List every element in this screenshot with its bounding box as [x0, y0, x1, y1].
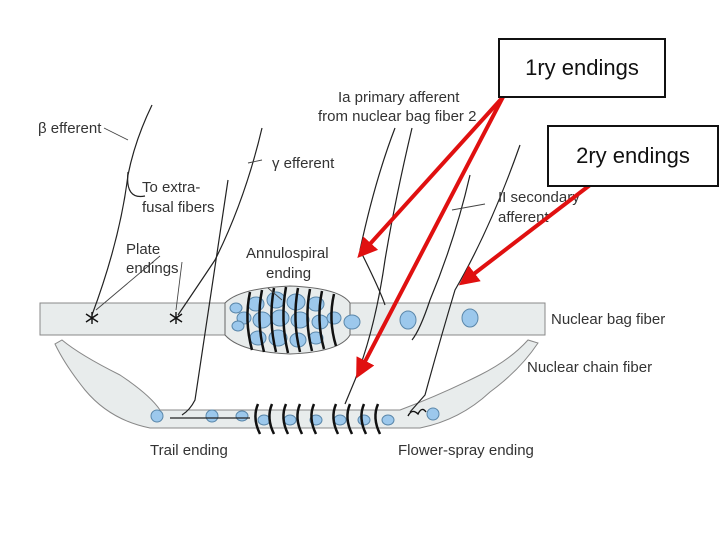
arrow-secondary-to-afferent — [458, 183, 592, 286]
plate-endings-label-2: endings — [126, 260, 179, 277]
trail-ending-label: Trail ending — [150, 442, 228, 459]
ii-secondary-label-2: afferent — [498, 209, 549, 226]
red-arrows — [356, 95, 592, 379]
nuclear-chain-fiber — [54, 339, 539, 429]
annulospiral-label-2: ending — [266, 265, 311, 282]
ii-secondary-label-1: II secondary — [498, 189, 580, 206]
to-extrafusal-label-2: fusal fibers — [142, 199, 215, 216]
ia-primary-label-1: Ia primary afferent — [338, 89, 460, 106]
nuclear-chain-fiber-label: Nuclear chain fiber — [527, 359, 652, 376]
label-leaders — [95, 127, 486, 311]
nerve-fibers — [91, 104, 521, 416]
primary-endings-text: 1ry endings — [525, 55, 639, 80]
arrow-primary-to-annulospiral — [357, 95, 505, 258]
secondary-endings-text: 2ry endings — [576, 143, 690, 168]
secondary-endings-callout: 2ry endings — [547, 125, 719, 187]
annulospiral-label-1: Annulospiral — [246, 245, 329, 262]
gamma-efferent-label: γ efferent — [272, 155, 335, 172]
arrow-primary-to-chain — [356, 96, 505, 379]
chain-coil — [254, 403, 382, 435]
flower-spray-ending-label: Flower-spray ending — [398, 442, 534, 459]
beta-efferent-label: β efferent — [38, 120, 102, 137]
ia-primary-label-2: from nuclear bag fiber 2 — [318, 108, 476, 125]
plate-endings — [85, 312, 183, 324]
nuclear-bag-fiber-label: Nuclear bag fiber — [551, 311, 665, 328]
to-extrafusal-label-1: To extra- — [142, 179, 200, 196]
plate-endings-label-1: Plate — [126, 241, 160, 258]
primary-endings-callout: 1ry endings — [498, 38, 666, 98]
annulospiral-coil — [246, 286, 338, 354]
flower-spray-ending-mark — [407, 408, 427, 417]
